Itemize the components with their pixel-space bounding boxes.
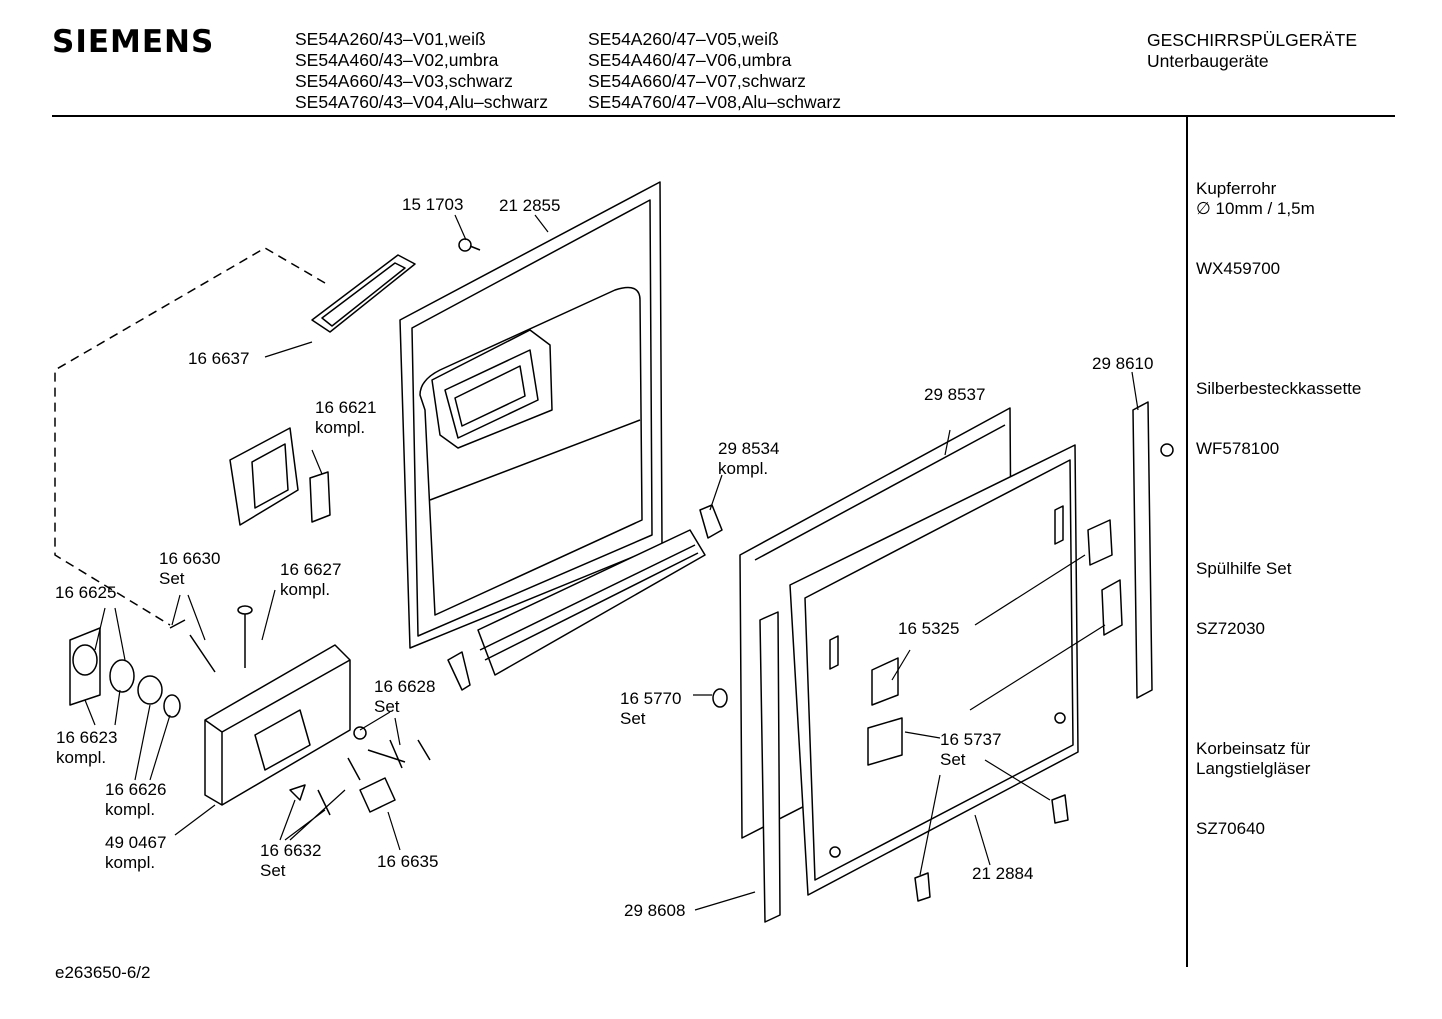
ring-part: [353, 726, 367, 740]
part-label: 16 5737 Set: [940, 730, 1002, 769]
accessory-name: Spülhilfe Set: [1196, 559, 1292, 578]
model-line: SE54A460/47–V06,umbra: [588, 50, 792, 70]
part-label: 29 8537: [924, 385, 986, 404]
sidebar-divider: [1186, 117, 1188, 967]
category-subtitle: Unterbaugeräte: [1147, 51, 1269, 71]
part-label: 29 8610: [1092, 354, 1154, 373]
part-label: 16 6637: [188, 349, 250, 368]
part-label: 16 6623 kompl.: [56, 728, 118, 767]
accessory-name: Kupferrohr ∅ 10mm / 1,5m: [1196, 179, 1315, 218]
control-module: [204, 644, 351, 806]
button-cap: [237, 605, 253, 615]
bumper-part: [1160, 443, 1174, 457]
category-line: GESCHIRRSPÜLGERÄTE: [1147, 30, 1358, 50]
filter-part: [229, 427, 331, 526]
accessory-name: Korbeinsatz für Langstielgläser: [1196, 739, 1311, 778]
bracket-part: [1101, 579, 1123, 636]
accessory-code: SZ70640: [1196, 819, 1265, 838]
part-label: 16 6630 Set: [159, 549, 221, 588]
part-label: 21 2884: [972, 864, 1034, 883]
part-label: 21 2855: [499, 196, 561, 215]
part-label: 16 6621 kompl.: [315, 398, 377, 437]
model-list-right: SE54A260/47–V05,weiß SE54A460/47–V06,umb…: [588, 29, 841, 113]
dispenser-housing: [431, 329, 553, 449]
accessory-name: Silberbesteckkassette: [1196, 379, 1362, 398]
part-label: 16 6628 Set: [374, 677, 436, 716]
seal-frame-part: [311, 254, 416, 333]
screw-part: [458, 238, 481, 252]
spring-part: [317, 739, 431, 816]
model-line: SE54A260/43–V01,weiß: [295, 29, 486, 49]
accessory-code: SZ72030: [1196, 619, 1265, 638]
model-line: SE54A760/47–V08,Alu–schwarz: [588, 92, 841, 112]
part-label: 16 5770 Set: [620, 689, 682, 728]
lever-part: [367, 739, 406, 769]
bracket-part: [871, 657, 899, 706]
knob-parts: [69, 627, 181, 718]
bracket-part: [1087, 519, 1113, 566]
drawing-number: e263650-6/2: [55, 963, 151, 982]
model-line: SE54A660/43–V03,schwarz: [295, 71, 513, 91]
accessory-item: Silberbesteckkassette WF578100: [1196, 339, 1361, 499]
part-label: 16 6632 Set: [260, 841, 322, 880]
trim-rail-part: [477, 504, 723, 676]
decor-panel: [789, 444, 1079, 896]
model-line: SE54A460/43–V02,umbra: [295, 50, 499, 70]
part-label: 16 5325: [898, 619, 960, 638]
bracket-part: [867, 717, 903, 766]
bracket-part: [914, 872, 931, 902]
part-label: 16 6626 kompl.: [105, 780, 167, 819]
model-list-left: SE54A260/43–V01,weiß SE54A460/43–V02,umb…: [295, 29, 548, 113]
spring-part: [169, 619, 216, 673]
hinge-clip: [447, 651, 471, 691]
accessory-item: Spülhilfe Set SZ72030: [1196, 519, 1361, 679]
side-strip-right: [1132, 401, 1153, 699]
accessory-item: Kupferrohr ∅ 10mm / 1,5m WX459700: [1196, 139, 1361, 319]
header-divider: [52, 115, 1395, 117]
cap-part: [712, 688, 728, 708]
part-label: 29 8534 kompl.: [718, 439, 780, 478]
clip-part: [289, 784, 306, 801]
part-label: 16 6627 kompl.: [280, 560, 342, 599]
accessory-list: Kupferrohr ∅ 10mm / 1,5m WX459700 Silber…: [1196, 139, 1361, 899]
part-label: 29 8608: [624, 901, 686, 920]
accessory-item: Korbeinsatz für Langstielgläser SZ70640: [1196, 699, 1361, 879]
model-line: SE54A760/43–V04,Alu–schwarz: [295, 92, 548, 112]
part-label: 16 6625: [55, 583, 117, 602]
side-strip-left: [759, 611, 781, 923]
bracket-part: [1051, 794, 1069, 824]
part-label: 16 6635: [377, 852, 439, 871]
dashed-assembly-line: [54, 247, 326, 626]
part-label: 15 1703: [402, 195, 464, 214]
category-title: GESCHIRRSPÜLGERÄTE Unterbaugeräte: [1147, 30, 1357, 72]
switch-part: [359, 777, 396, 813]
model-line: SE54A260/47–V05,weiß: [588, 29, 779, 49]
accessory-code: WX459700: [1196, 259, 1281, 278]
model-line: SE54A660/47–V07,schwarz: [588, 71, 806, 91]
part-label: 49 0467 kompl.: [105, 833, 167, 872]
accessory-code: WF578100: [1196, 439, 1280, 458]
leader-lines: [84, 214, 1139, 911]
brand-logo: SIEMENS: [52, 24, 215, 60]
